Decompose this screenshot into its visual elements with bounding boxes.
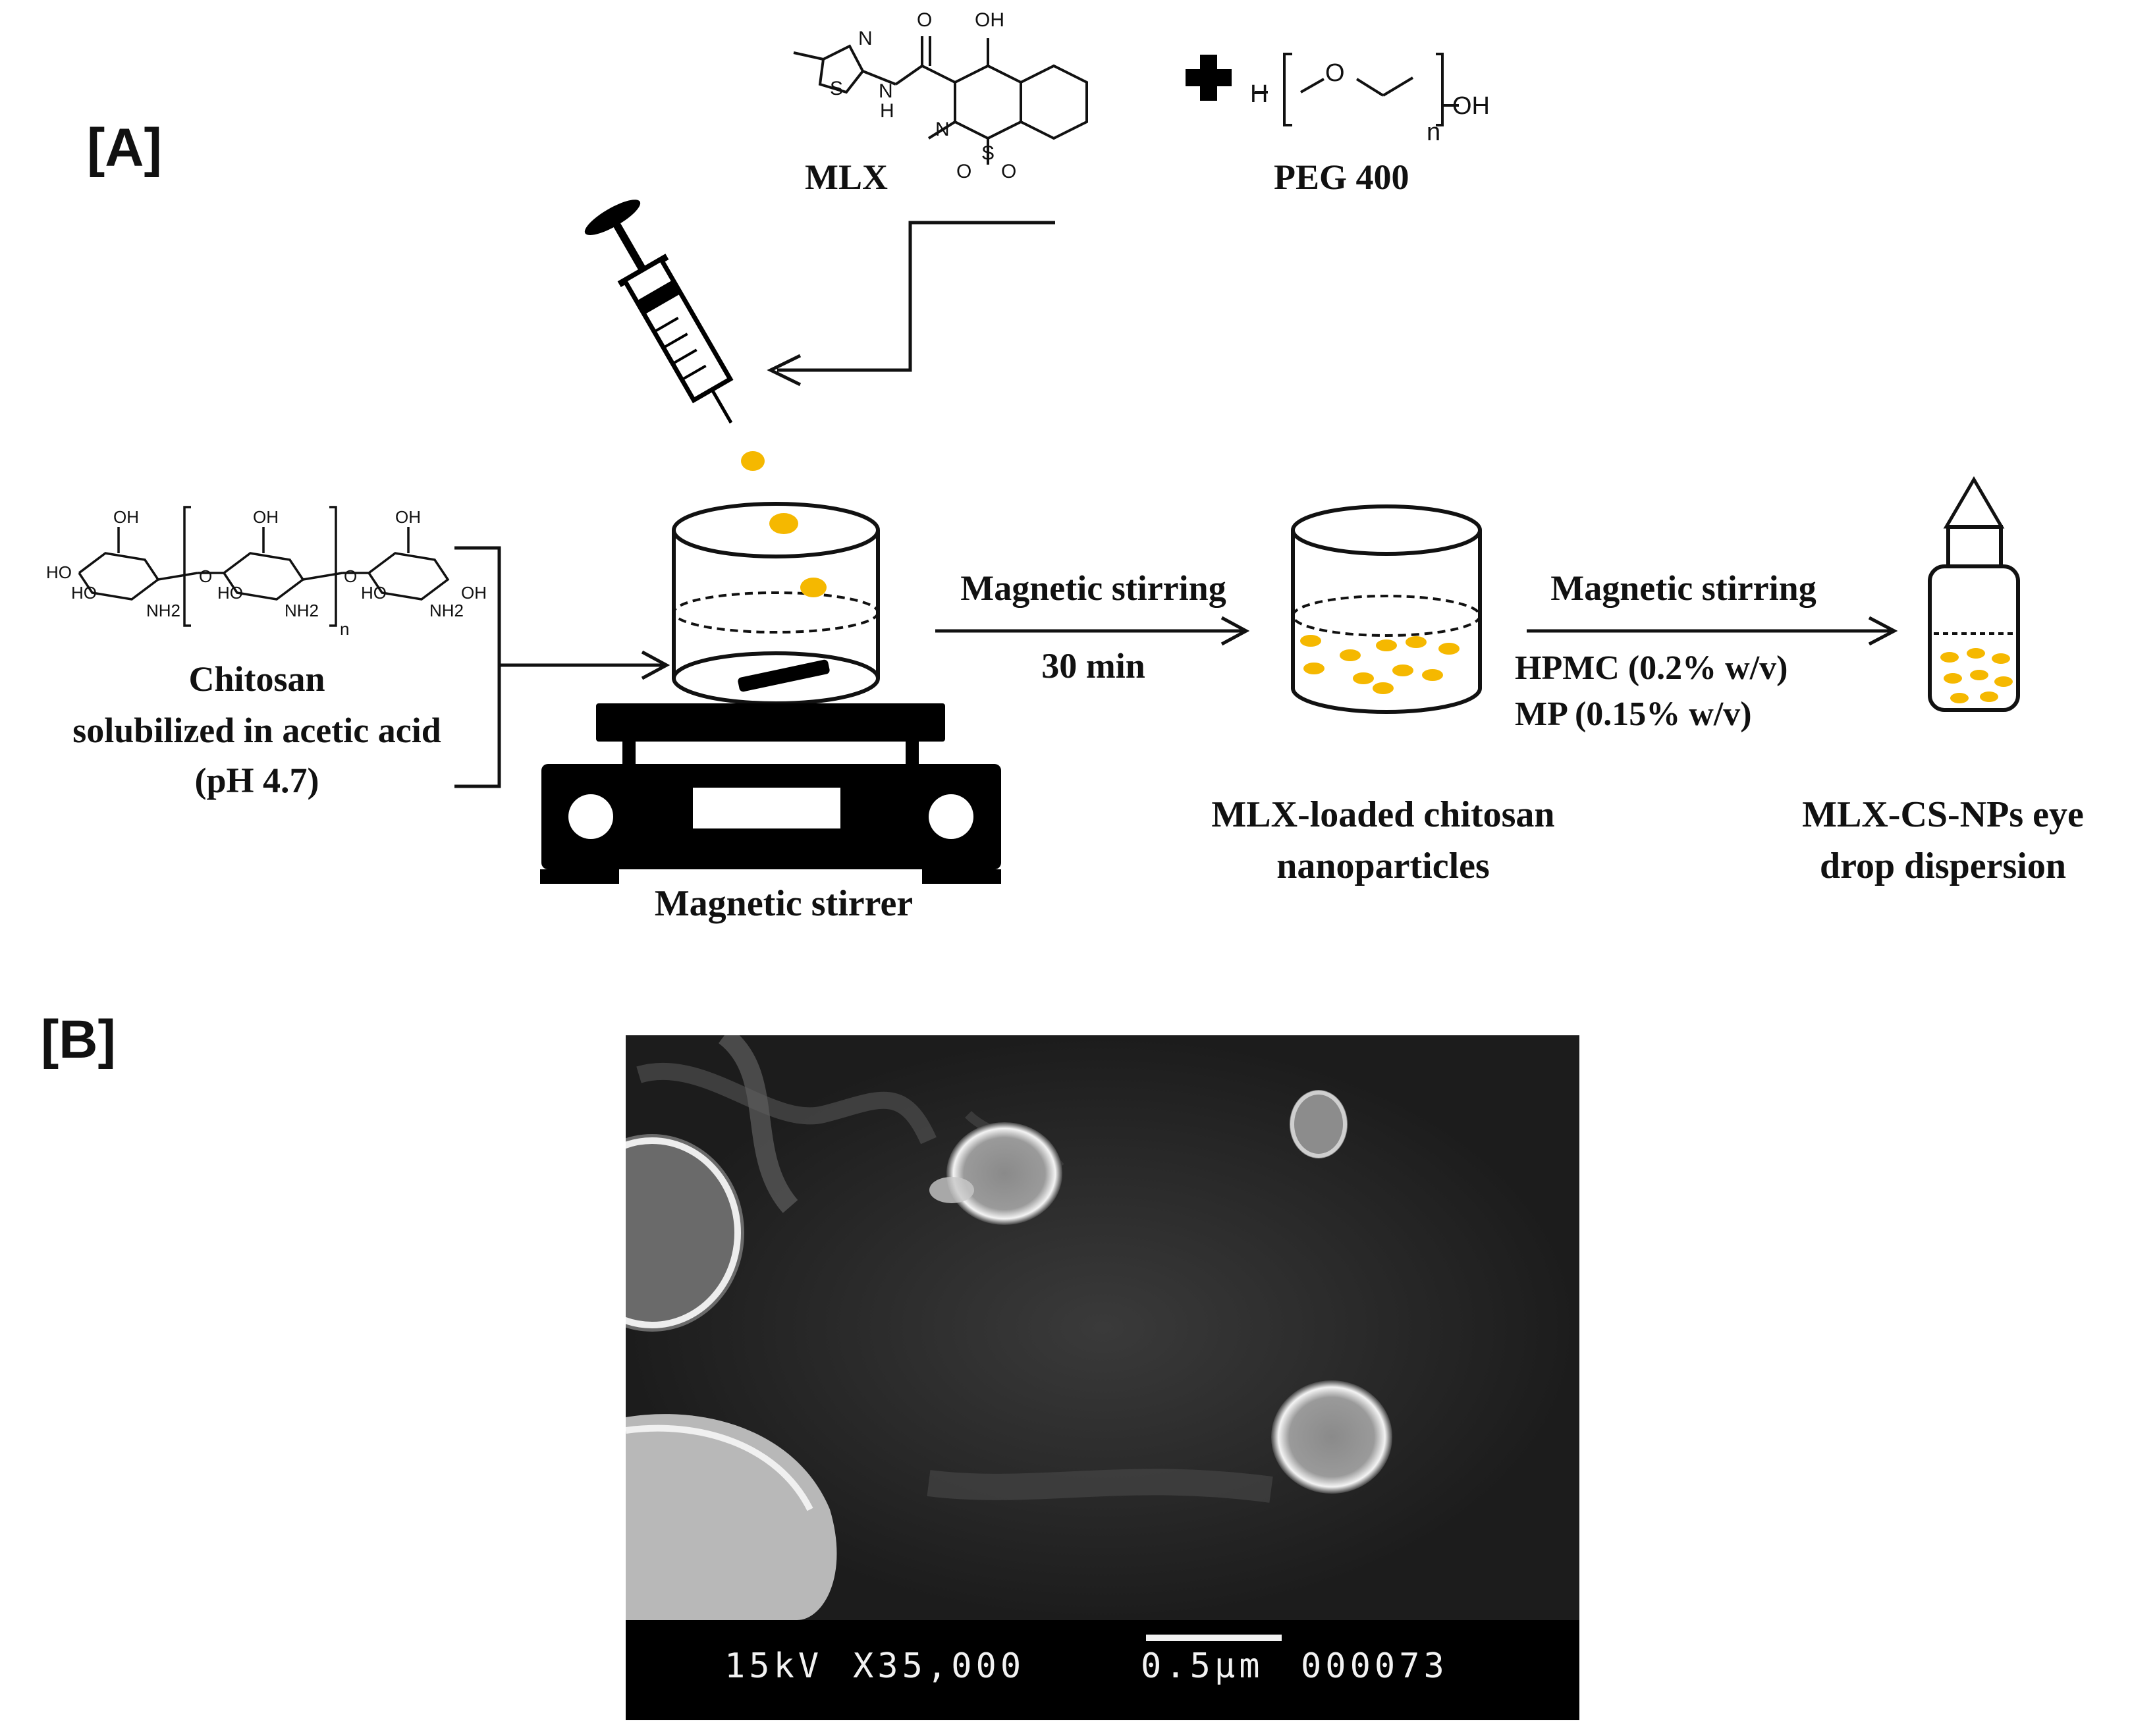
mlx-atom-h: H — [880, 100, 894, 122]
nps-beaker — [1291, 504, 1482, 714]
reaction-beaker — [672, 502, 880, 705]
chitosan-atom-oh: OH — [461, 583, 487, 603]
reagent-arrow — [767, 221, 1055, 387]
chitosan-label-line1: Chitosan — [188, 659, 325, 699]
mlx-atom-n: N — [858, 28, 873, 49]
sem-image — [626, 1035, 1579, 1620]
mlx-atom-so2-o1: O — [956, 161, 972, 182]
peg-atom-o: O — [1325, 59, 1345, 87]
drop-in-beaker — [769, 513, 798, 534]
step1-arrow — [935, 616, 1250, 646]
drop-falling — [741, 451, 765, 471]
nps-label-line2: nanoparticles — [1276, 846, 1490, 886]
mlx-atom-oh: OH — [975, 9, 1004, 31]
sem-info-bar: 15kV X35,000 0.5μm 000073 — [626, 1620, 1579, 1720]
nps-label-line1: MLX-loaded chitosan — [1211, 794, 1555, 835]
sem-micrograph: 15kV X35,000 0.5μm 000073 — [626, 1035, 1579, 1720]
panel-b-label: [B] — [41, 1010, 116, 1070]
step1-duration: 30 min — [1041, 646, 1145, 686]
chitosan-atom-o: O — [344, 566, 358, 586]
chitosan-atom-ho: HO — [361, 583, 387, 603]
mlx-atom-ring-n: N — [935, 119, 950, 140]
peg-label: PEG 400 — [1274, 157, 1409, 197]
sem-scale-label: 0.5μm — [1141, 1646, 1264, 1686]
peg-atom-n: n — [1427, 119, 1441, 146]
sem-image-number: 000073 — [1301, 1646, 1448, 1686]
mlx-atom-so2-o2: O — [1001, 161, 1017, 182]
chitosan-atom-n: n — [340, 619, 350, 639]
chitosan-atom-oh: OH — [395, 507, 421, 527]
step2-hpmc: HPMC (0.2% w/v) — [1515, 649, 1788, 687]
chitosan-atom-ho: HO — [46, 562, 72, 582]
chitosan-structure — [78, 506, 450, 627]
chitosan-arrow — [454, 546, 670, 788]
sem-scale-bar — [1146, 1635, 1282, 1641]
step2-arrow — [1527, 616, 1898, 646]
chitosan-atom-ho: HO — [217, 583, 243, 603]
sem-magnification: X35,000 — [853, 1646, 1025, 1686]
chitosan-atom-oh: OH — [113, 507, 139, 527]
chitosan-label-line3: (pH 4.7) — [194, 761, 319, 800]
chitosan-atom-nh2: NH2 — [146, 601, 181, 620]
stirrer-label: Magnetic stirrer — [654, 883, 914, 924]
chitosan-atom-nh2: NH2 — [285, 601, 319, 620]
chitosan-atom-nh2: NH2 — [429, 601, 464, 620]
stir-bar-icon — [738, 659, 830, 692]
peg-atom-h: H — [1250, 80, 1269, 108]
sem-voltage: 15kV — [724, 1646, 823, 1686]
step2-label: Magnetic stirring — [1550, 568, 1816, 608]
mlx-atom-nh: N — [879, 80, 893, 102]
peg-structure — [1255, 53, 1459, 126]
chitosan-atom-oh: OH — [253, 507, 279, 527]
chitosan-atom-o: O — [199, 566, 213, 586]
peg-atom-oh: OH — [1452, 92, 1490, 120]
panel-a-label: [A] — [87, 118, 162, 178]
mlx-atom-ring-s: S — [981, 142, 995, 164]
step1-label: Magnetic stirring — [960, 568, 1226, 608]
chitosan-atom-ho: HO — [71, 583, 97, 603]
mlx-structure — [793, 36, 1088, 165]
mlx-label: MLX — [805, 157, 888, 197]
step2-mp: MP (0.15% w/v) — [1515, 695, 1752, 733]
drop-label-line1: MLX-CS-NPs eye — [1802, 794, 2084, 835]
mlx-atom-s: S — [830, 78, 844, 99]
chitosan-label-line2: solubilized in acetic acid — [72, 711, 441, 750]
plus-icon — [1186, 55, 1232, 101]
mlx-atom-o: O — [917, 9, 933, 31]
magnetic-stirrer-icon — [540, 703, 1001, 884]
drop-in-beaker — [800, 578, 827, 597]
syringe-icon — [584, 200, 734, 424]
drop-label-line2: drop dispersion — [1820, 846, 2066, 886]
eye-drop-bottle-icon — [1928, 476, 2020, 712]
scheme-graphics — [78, 36, 2020, 884]
